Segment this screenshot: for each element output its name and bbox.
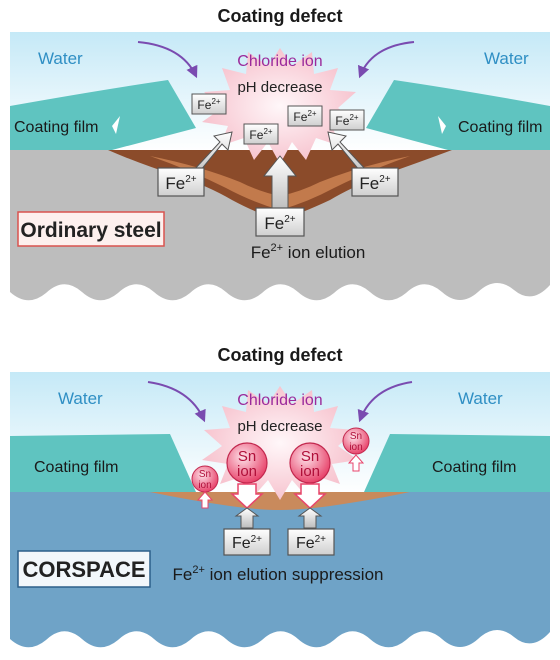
bottom-sn-ion-large: Sn ion bbox=[289, 442, 331, 484]
bottom-sn-arrow-small bbox=[196, 491, 214, 509]
top-panel: Coating defect Water Water Chloride ion … bbox=[10, 6, 550, 301]
bottom-fe-box: Fe2+ bbox=[287, 528, 335, 556]
top-coating-left bbox=[10, 80, 196, 150]
bottom-sn-down-arrow bbox=[230, 483, 264, 510]
top-chloride-arrow-left bbox=[137, 41, 198, 79]
svg-text:Fe2+: Fe2+ bbox=[335, 113, 358, 128]
svg-text:Sn: Sn bbox=[238, 448, 256, 465]
top-fe-ion-small: Fe2+ bbox=[287, 105, 323, 127]
svg-text:Fe2+: Fe2+ bbox=[293, 109, 316, 124]
bottom-chloride-label: Chloride ion bbox=[237, 392, 322, 409]
top-crack-left-icon bbox=[112, 116, 120, 134]
svg-text:Fe2+: Fe2+ bbox=[264, 214, 295, 233]
svg-text:Fe2+: Fe2+ bbox=[197, 97, 220, 112]
top-fe-box-center: Fe2+ bbox=[255, 207, 305, 237]
svg-text:Fe2+: Fe2+ bbox=[296, 534, 326, 552]
bottom-coating-right bbox=[364, 434, 550, 492]
bottom-water-right-label: Water bbox=[458, 389, 503, 408]
top-crack-right-icon bbox=[438, 116, 446, 134]
bottom-sn-ion-large: Sn ion bbox=[226, 442, 268, 484]
svg-text:Fe2+: Fe2+ bbox=[165, 174, 196, 193]
top-chloride-label: Chloride ion bbox=[237, 53, 322, 70]
top-fe-ion-small: Fe2+ bbox=[243, 123, 279, 145]
top-elution-arrow-center bbox=[262, 155, 298, 211]
top-coating-right bbox=[366, 80, 550, 150]
bottom-steel-label-box bbox=[17, 550, 151, 588]
top-water-left-label: Water bbox=[38, 49, 83, 68]
bottom-sn-arrow-small bbox=[347, 454, 365, 472]
bottom-steel-body bbox=[10, 492, 550, 648]
svg-text:Fe2+: Fe2+ bbox=[232, 534, 262, 552]
bottom-title: Coating defect bbox=[217, 345, 342, 365]
bottom-chloride-arrow-left bbox=[147, 381, 206, 423]
svg-text:Fe2+: Fe2+ bbox=[249, 127, 272, 142]
bottom-suppression-label: Fe2+ ion elution suppression bbox=[172, 564, 383, 584]
bottom-chloride-arrow-right bbox=[357, 381, 413, 423]
svg-text:ion: ion bbox=[237, 463, 257, 480]
bottom-panel: Coating defect Water Water Chloride ion … bbox=[10, 345, 550, 648]
bottom-sn-ion-small: Sn ion bbox=[191, 465, 219, 493]
top-title: Coating defect bbox=[217, 6, 342, 26]
svg-text:Fe2+: Fe2+ bbox=[359, 174, 390, 193]
bottom-sn-ion-small: Sn ion bbox=[342, 427, 370, 455]
top-water-right-label: Water bbox=[484, 49, 529, 68]
bottom-film-left-label: Coating film bbox=[34, 459, 118, 476]
top-film-right-label: Coating film bbox=[458, 119, 542, 136]
svg-text:Sn: Sn bbox=[350, 431, 362, 442]
top-elution-label: Fe2+ ion elution bbox=[251, 242, 366, 262]
bottom-sn-down-arrow bbox=[293, 483, 327, 510]
svg-text:ion: ion bbox=[198, 480, 211, 491]
bottom-fe-box: Fe2+ bbox=[223, 528, 271, 556]
top-ph-label: pH decrease bbox=[237, 79, 322, 96]
top-fe-box-left: Fe2+ bbox=[157, 167, 205, 197]
svg-text:ion: ion bbox=[300, 463, 320, 480]
top-steel-label: Ordinary steel bbox=[20, 219, 161, 242]
bottom-water-left-label: Water bbox=[58, 389, 103, 408]
top-fe-ion-small: Fe2+ bbox=[191, 93, 227, 115]
bottom-coating-left bbox=[10, 434, 196, 492]
bottom-fe-up-arrow bbox=[234, 507, 260, 529]
top-chloride-burst bbox=[202, 48, 358, 164]
top-film-left-label: Coating film bbox=[14, 119, 98, 136]
bottom-ph-label: pH decrease bbox=[237, 418, 322, 435]
svg-text:Sn: Sn bbox=[301, 448, 319, 465]
svg-text:ion: ion bbox=[349, 442, 362, 453]
top-chloride-arrow-right bbox=[358, 41, 415, 79]
svg-text:Sn: Sn bbox=[199, 469, 211, 480]
top-fe-ion-small: Fe2+ bbox=[329, 109, 365, 131]
bottom-steel-label: CORSPACE bbox=[22, 557, 145, 582]
top-fe-box-right: Fe2+ bbox=[351, 167, 399, 197]
top-steel-label-box bbox=[17, 211, 165, 247]
bottom-fe-up-arrow bbox=[297, 507, 323, 529]
bottom-protective-layer bbox=[150, 492, 410, 510]
bottom-film-right-label: Coating film bbox=[432, 459, 516, 476]
